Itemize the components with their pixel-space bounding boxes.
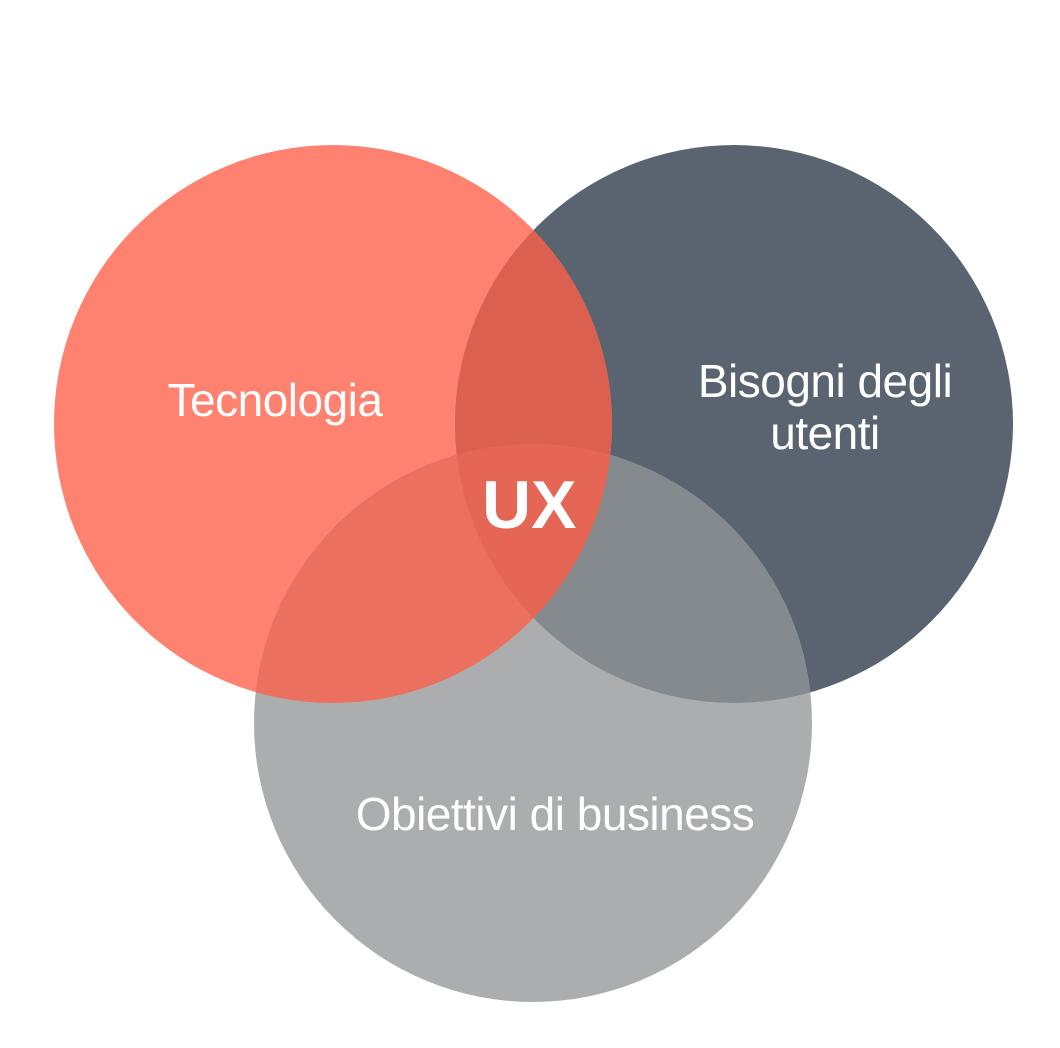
users-needs-label: Bisogni degli utenti <box>660 355 990 459</box>
users-needs-label-line1: Bisogni degli <box>697 355 953 407</box>
ux-label: UX <box>482 467 577 543</box>
technology-label: Tecnologia <box>167 374 383 426</box>
business-goals-label: Obiettivi di business <box>355 788 755 840</box>
users-business-overlap <box>455 444 812 703</box>
tech-business-overlap <box>254 444 612 703</box>
users-needs-label-line2: utenti <box>770 407 880 459</box>
